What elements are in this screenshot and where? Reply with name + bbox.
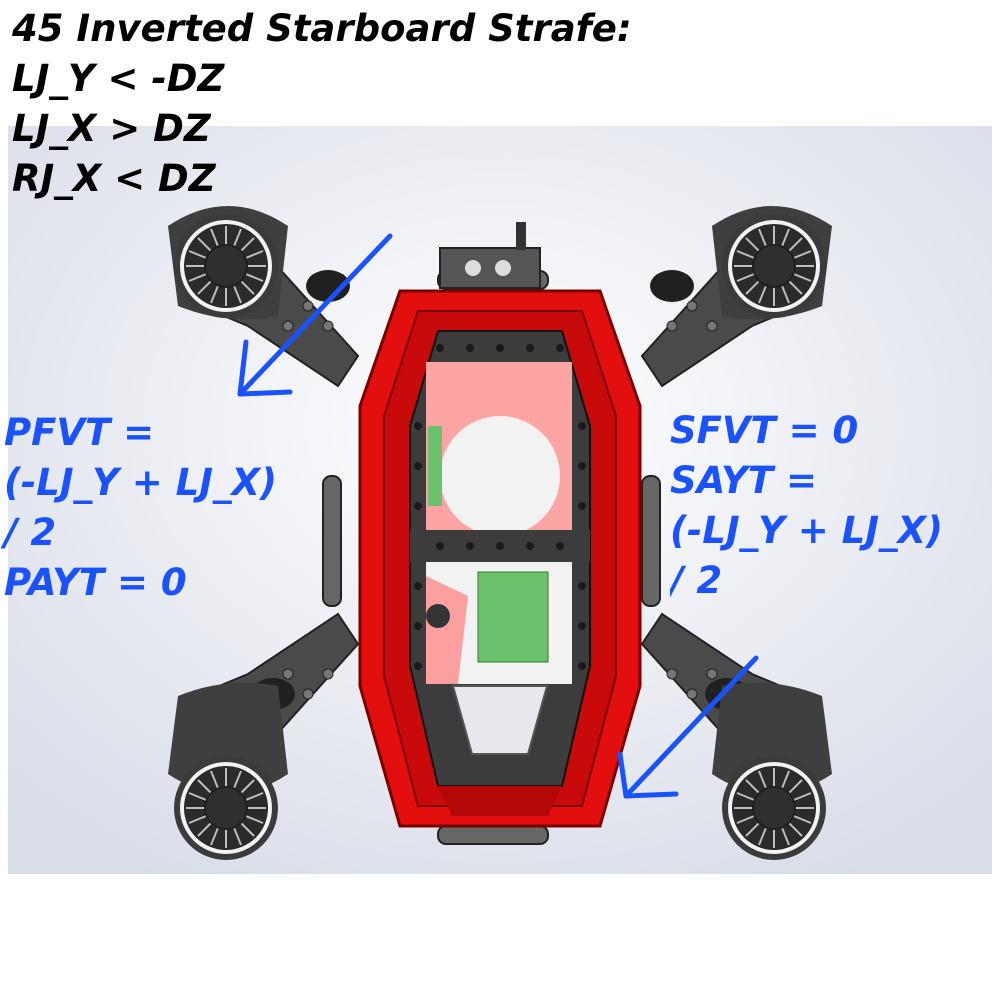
starboard-equation-line: (-LJ_Y + LJ_X) [670, 509, 943, 552]
starboard-equation-line: SFVT = 0 [670, 409, 859, 452]
port-equation-line: (-LJ_Y + LJ_X) [4, 461, 277, 504]
condition-line: RJ_X < DZ [12, 157, 216, 200]
port-equation-line: PAYT = 0 [4, 561, 187, 604]
port-equation-line: PFVT = [4, 411, 155, 454]
rov-render [8, 126, 992, 874]
port-equations: PFVT = (-LJ_Y + LJ_X) / 2 PAYT = 0 [4, 408, 277, 608]
starboard-equations: SFVT = 0 SAYT = (-LJ_Y + LJ_X) / 2 [670, 406, 1000, 606]
condition-line: LJ_X > DZ [12, 107, 211, 150]
condition-line: LJ_Y < -DZ [12, 57, 225, 100]
starboard-equation-line: SAYT = [670, 459, 817, 502]
port-equation-line: / 2 [4, 511, 57, 554]
starboard-equation-line: / 2 [670, 559, 723, 602]
diagram-title: 45 Inverted Starboard Strafe: [12, 7, 632, 50]
